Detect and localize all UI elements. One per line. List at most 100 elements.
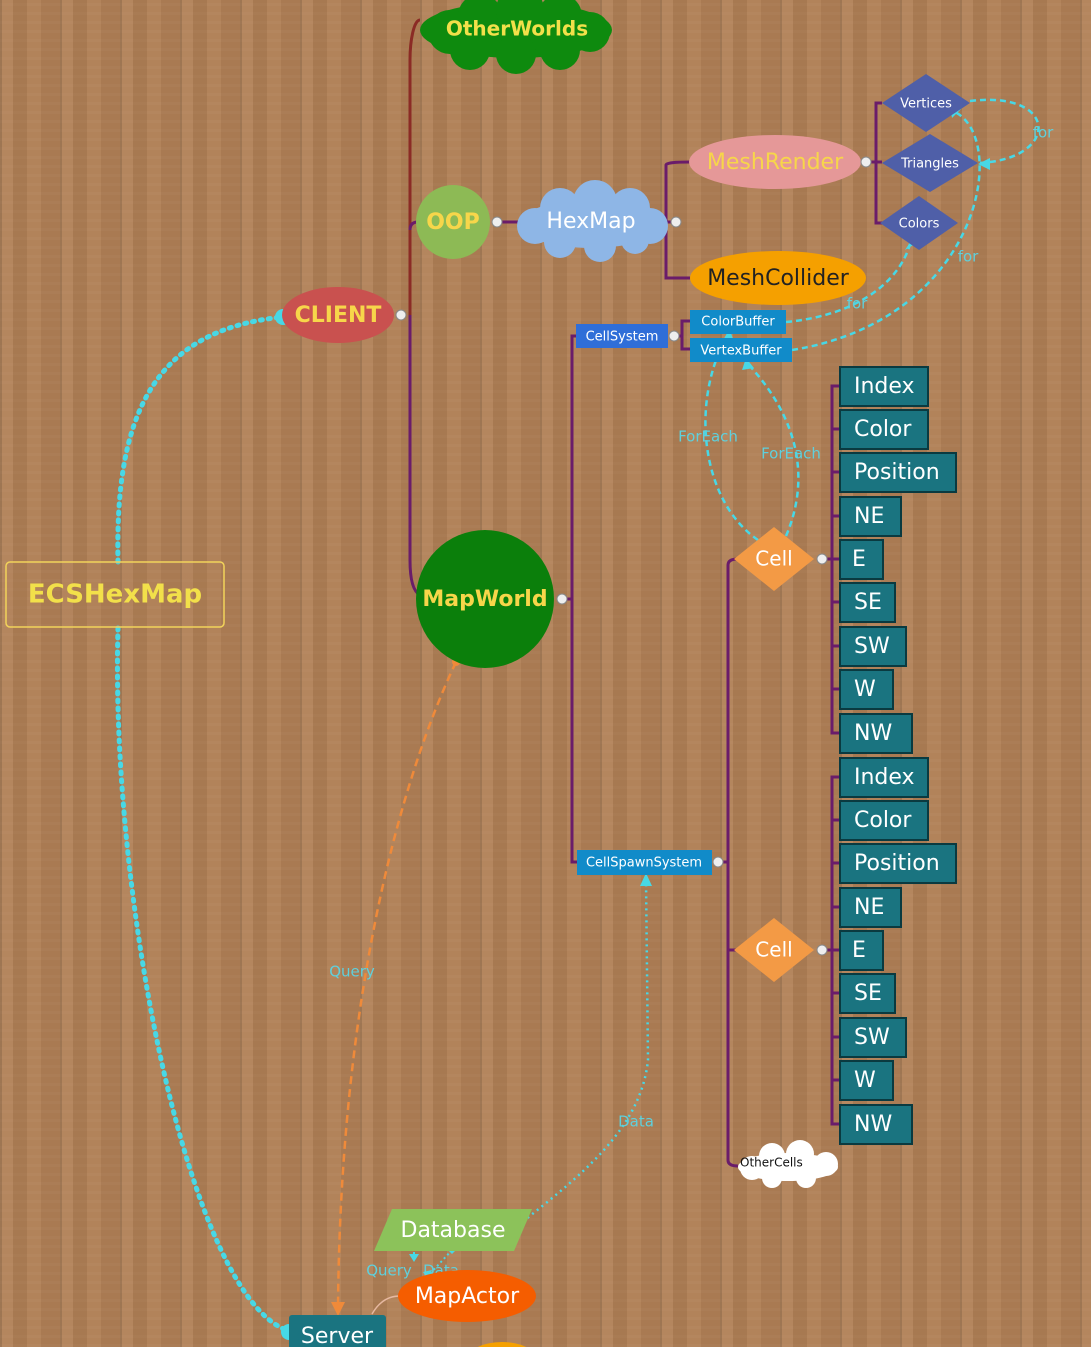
client-node[interactable]: CLIENT: [282, 287, 407, 343]
partial-node: [477, 1342, 527, 1347]
collapse-toggle-icon[interactable]: [816, 553, 828, 565]
connector-lines: [408, 18, 882, 1168]
field-box[interactable]: SE: [839, 582, 896, 623]
meshrender-label: MeshRender: [707, 150, 844, 175]
field-box[interactable]: W: [839, 669, 894, 710]
mapworld-label: MapWorld: [422, 587, 547, 612]
vertices-label: Vertices: [900, 97, 952, 112]
field-label: SE: [854, 981, 882, 1006]
cell-1-fields: Index Color Position NE E SE SW W NW: [839, 366, 957, 754]
arrow-head-icon: [640, 873, 652, 886]
otherworlds-node[interactable]: OtherWorlds: [420, 0, 612, 74]
meshcollider-label: MeshCollider: [707, 266, 850, 291]
collapse-toggle-icon[interactable]: [860, 156, 872, 168]
field-label: Color: [854, 417, 912, 442]
collapse-toggle-icon[interactable]: [816, 944, 828, 956]
relation-label-for-3: for: [847, 295, 868, 313]
field-box[interactable]: NW: [839, 1104, 913, 1145]
mapactor-node[interactable]: MapActor: [398, 1270, 536, 1322]
field-box[interactable]: Color: [839, 800, 929, 841]
oop-node[interactable]: OOP: [416, 185, 503, 259]
hexmap-node[interactable]: HexMap: [517, 180, 682, 262]
relation-label-query-1: Query: [329, 963, 375, 981]
triangles-node[interactable]: Triangles: [882, 134, 978, 192]
collapse-toggle-icon[interactable]: [395, 309, 407, 321]
colors-label: Colors: [899, 217, 940, 232]
field-box[interactable]: Position: [839, 843, 957, 884]
relation-lines: [114, 98, 1040, 1334]
collapse-toggle-icon[interactable]: [668, 330, 680, 342]
cell-node-1[interactable]: Cell: [734, 527, 828, 591]
server-label: Server: [301, 1324, 374, 1347]
cell-label-2: Cell: [755, 938, 792, 962]
relation-labels: for for for ForEach ForEach Query Data Q…: [329, 124, 1054, 1280]
field-box[interactable]: E: [839, 539, 884, 580]
collapse-toggle-icon[interactable]: [556, 593, 568, 605]
field-label: Index: [854, 765, 915, 790]
arrow-head-icon: [331, 1302, 345, 1316]
field-label: E: [852, 938, 866, 963]
field-label: Position: [854, 851, 940, 876]
field-box[interactable]: SW: [839, 1017, 907, 1058]
collapse-toggle-icon[interactable]: [670, 216, 682, 228]
othercells-node[interactable]: OtherCells: [738, 1140, 838, 1188]
cellspawnsystem-node[interactable]: CellSpawnSystem: [577, 850, 724, 875]
field-label: NW: [854, 1112, 892, 1137]
meshrender-node[interactable]: MeshRender: [689, 135, 872, 189]
colorbuffer-label: ColorBuffer: [701, 315, 775, 330]
client-label: CLIENT: [295, 303, 382, 328]
field-label: Index: [854, 374, 915, 399]
vertexbuffer-label: VertexBuffer: [700, 344, 782, 359]
root-label: ECSHexMap: [28, 580, 202, 610]
cellsystem-label: CellSystem: [586, 330, 659, 345]
field-box[interactable]: NE: [839, 496, 902, 537]
relation-label-query-2: Query: [366, 1262, 412, 1280]
field-label: SW: [854, 634, 890, 659]
hexmap-label: HexMap: [546, 209, 635, 234]
field-label: SE: [854, 590, 882, 615]
mapworld-node[interactable]: MapWorld: [416, 530, 568, 668]
collapse-toggle-icon[interactable]: [491, 216, 503, 228]
vertexbuffer-node[interactable]: VertexBuffer: [690, 338, 792, 362]
database-label: Database: [401, 1218, 506, 1243]
arrow-head-icon: [978, 158, 990, 170]
field-label: E: [852, 547, 866, 572]
field-label: SW: [854, 1025, 890, 1050]
triangles-label: Triangles: [900, 157, 959, 172]
cellsystem-node[interactable]: CellSystem: [576, 324, 680, 348]
field-box[interactable]: Position: [839, 452, 957, 493]
cell-2-fields: Index Color Position NE E SE SW W NW: [839, 757, 957, 1145]
field-label: Color: [854, 808, 912, 833]
field-label: NE: [854, 504, 884, 529]
mapactor-label: MapActor: [415, 1284, 520, 1309]
oop-label: OOP: [426, 210, 480, 235]
relation-label-foreach-2: ForEach: [761, 445, 821, 463]
colorbuffer-node[interactable]: ColorBuffer: [690, 310, 786, 334]
database-node[interactable]: Database: [374, 1209, 532, 1251]
server-node[interactable]: Server: [289, 1315, 386, 1347]
vertices-node[interactable]: Vertices: [882, 74, 970, 132]
field-box[interactable]: Color: [839, 409, 929, 450]
field-label: NW: [854, 721, 892, 746]
cellspawnsystem-label: CellSpawnSystem: [586, 856, 702, 871]
field-box[interactable]: SE: [839, 973, 896, 1014]
field-box[interactable]: Index: [839, 366, 929, 407]
arrow-head-icon: [409, 1254, 419, 1262]
relation-label-data-1: Data: [618, 1113, 654, 1131]
collapse-toggle-icon[interactable]: [712, 856, 724, 868]
field-box[interactable]: NE: [839, 887, 902, 928]
relation-label-for-1: for: [1033, 124, 1054, 142]
field-box[interactable]: NW: [839, 713, 913, 754]
colors-node[interactable]: Colors: [880, 196, 958, 250]
field-label: NE: [854, 895, 884, 920]
field-box[interactable]: SW: [839, 626, 907, 667]
cell-node-2[interactable]: Cell: [734, 918, 828, 982]
root-node[interactable]: ECSHexMap: [5, 561, 225, 628]
relation-label-foreach-1: ForEach: [678, 428, 738, 446]
field-box[interactable]: W: [839, 1060, 894, 1101]
meshcollider-node[interactable]: MeshCollider: [690, 251, 866, 305]
field-box[interactable]: E: [839, 930, 884, 971]
field-label: W: [854, 1068, 876, 1093]
field-box[interactable]: Index: [839, 757, 929, 798]
